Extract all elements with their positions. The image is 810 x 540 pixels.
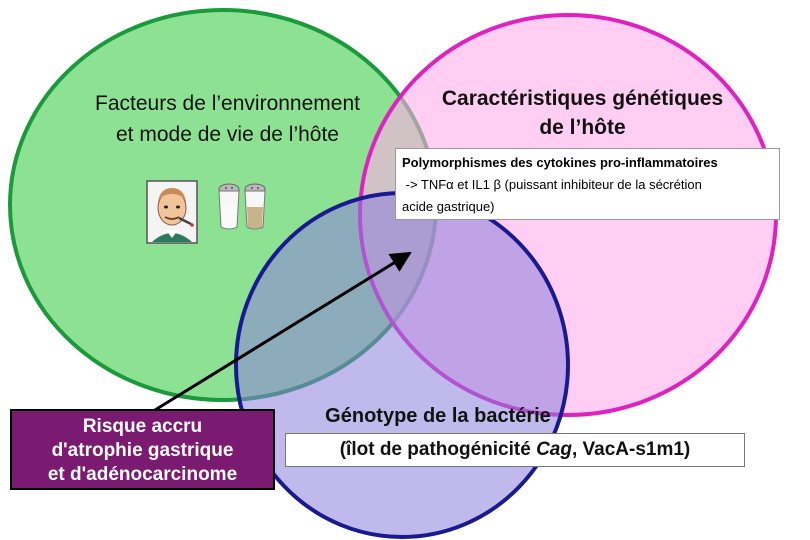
genetic-label-line1: Caractéristiques génétiques — [441, 87, 724, 110]
environment-label-line1: Facteurs de l’environnement — [95, 92, 360, 115]
environment-label: Facteurs de l’environnement et mode de v… — [55, 88, 400, 150]
bacteria-detail-prefix: (îlot de pathogénicité — [339, 439, 537, 460]
salt-shaker-icon — [218, 183, 240, 230]
bacteria-detail-suffix: , VacA-s1m1) — [571, 439, 691, 460]
bacteria-title: Génotype de la bactérie — [325, 405, 551, 427]
pepper-shaker-icon — [244, 183, 266, 230]
risk-line2: d'atrophie gastrique — [51, 440, 234, 461]
risk-box: Risque accru d'atrophie gastrique et d'a… — [10, 409, 275, 490]
risk-line1: Risque accru — [82, 416, 203, 437]
smoking-man-icon — [146, 180, 198, 244]
polymorphism-line3: acide gastrique) — [402, 199, 495, 214]
bacteria-circle — [234, 191, 570, 539]
polymorphism-line2: -> TNFα et IL1 β (puissant inhibiteur de… — [402, 177, 702, 192]
bacteria-detail-italic: Cag — [536, 439, 572, 460]
polymorphism-box: Polymorphismes des cytokines pro-inflamm… — [395, 148, 780, 220]
environment-label-line2: et mode de vie de l’hôte — [116, 123, 339, 146]
polymorphism-line1: Polymorphismes des cytokines pro-inflamm… — [402, 155, 718, 170]
genetic-label-line2: de l’hôte — [539, 116, 626, 139]
risk-arrow — [154, 251, 412, 412]
genetic-label: Caractéristiques génétiques de l’hôte — [410, 84, 755, 142]
bacteria-detail-box: (îlot de pathogénicité Cag, VacA-s1m1) — [285, 433, 745, 467]
risk-line3: et d'adénocarcinome — [47, 464, 238, 485]
